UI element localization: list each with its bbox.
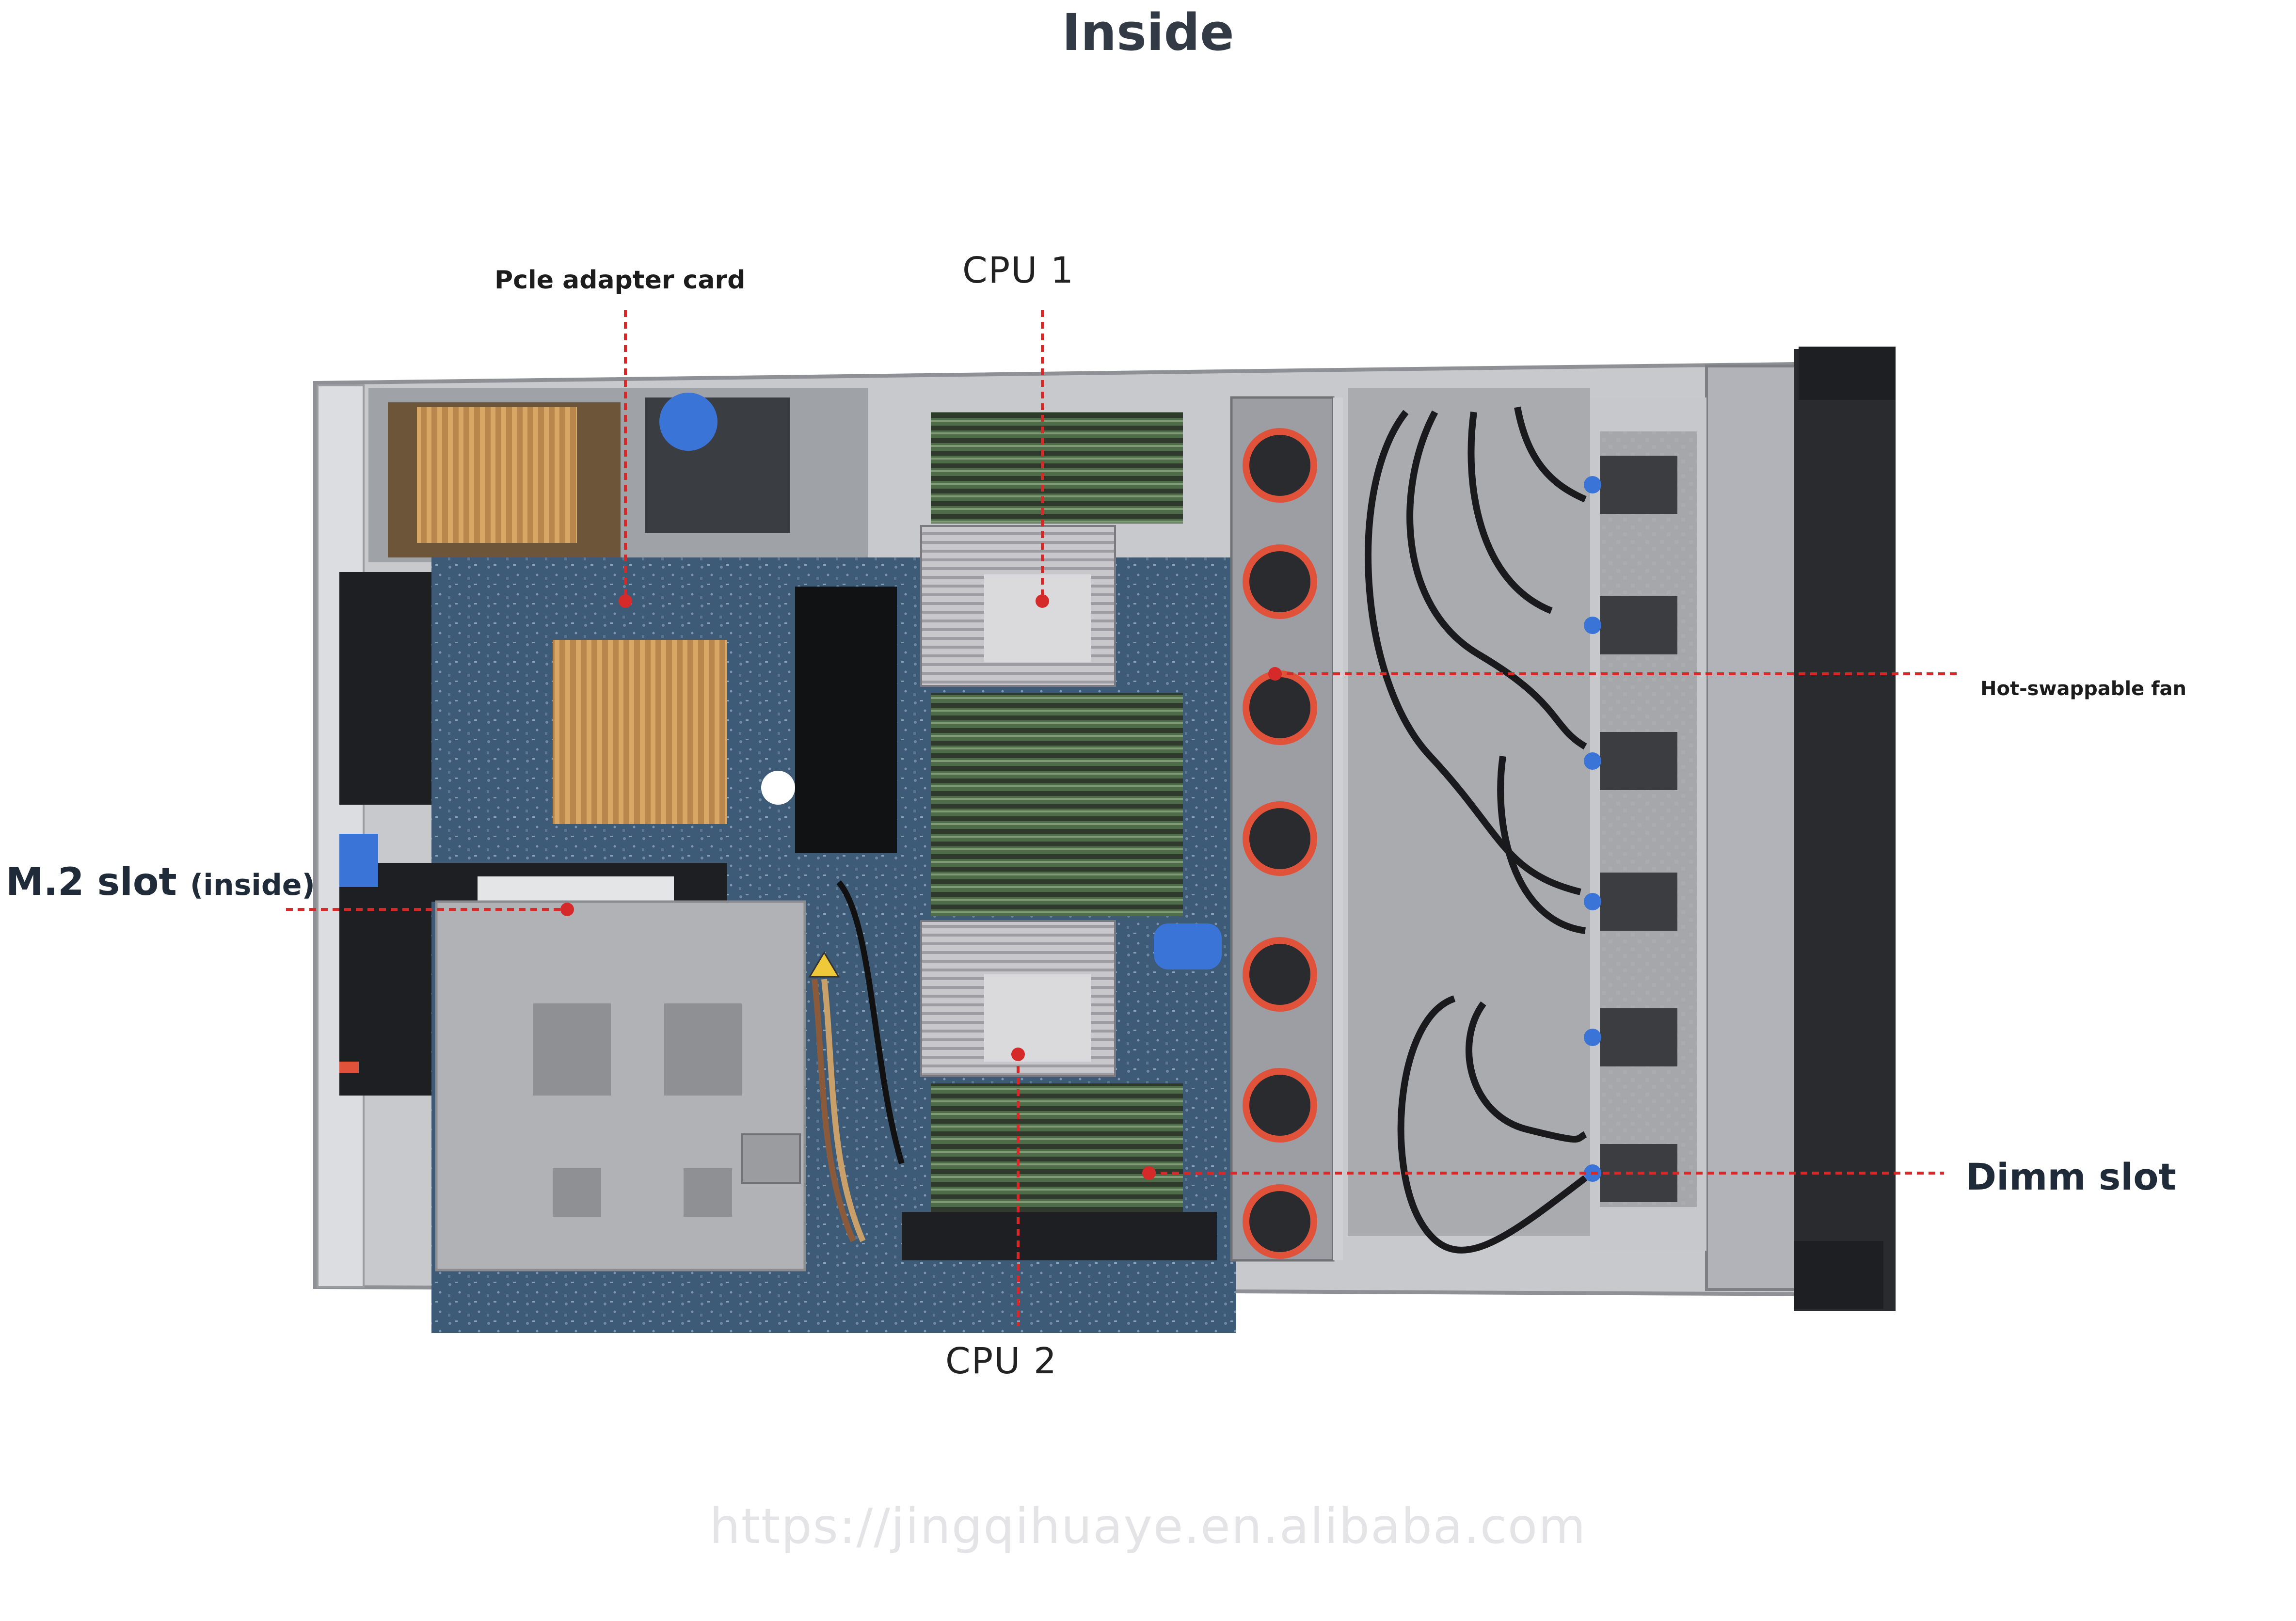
callout-lines bbox=[286, 310, 1959, 1326]
cpu1-heatsink bbox=[920, 525, 1116, 687]
label-hot-swappable-fan: Hot-swappable fan bbox=[1980, 678, 2186, 700]
label-m2-slot: M.2 slot (inside) bbox=[6, 860, 315, 904]
callout-dot-cpu2 bbox=[1011, 1048, 1025, 1061]
drive-latch-blue-clip-1 bbox=[1584, 476, 1601, 493]
fan-1 bbox=[1243, 428, 1317, 503]
label-m2-slot-main: M.2 slot bbox=[6, 860, 177, 904]
drive-latch-blue-clip-3 bbox=[1584, 752, 1601, 770]
callout-dot-m2 bbox=[560, 903, 574, 916]
dimm-bank-top bbox=[931, 412, 1183, 524]
callout-dot-fan bbox=[1268, 667, 1282, 681]
callout-dot-cpu1 bbox=[1036, 594, 1049, 608]
drive-latch-4 bbox=[1600, 873, 1677, 931]
fan-3 bbox=[1243, 670, 1317, 745]
callout-dot-pcie bbox=[619, 594, 632, 608]
psu-bay bbox=[435, 900, 840, 1271]
pcie-riser-top bbox=[368, 388, 868, 562]
internal-cables bbox=[812, 880, 905, 1242]
callout-dot-dimm bbox=[1142, 1166, 1156, 1180]
fan-group bbox=[1243, 428, 1317, 1259]
rear-compartment bbox=[1348, 388, 1706, 1251]
dimm-bank-middle bbox=[931, 693, 1183, 916]
label-cpu1: CPU 1 bbox=[962, 250, 1075, 291]
callout-dots bbox=[560, 594, 1282, 1180]
dimm-bank-bottom bbox=[902, 1083, 1217, 1260]
fan-2 bbox=[1243, 544, 1317, 619]
drive-latch-blue-clip-4 bbox=[1584, 893, 1601, 910]
page-title: Inside bbox=[1062, 3, 1234, 62]
drive-latch-1 bbox=[1600, 456, 1677, 514]
drive-latch-5 bbox=[1600, 1008, 1677, 1066]
label-m2-slot-sub: (inside) bbox=[190, 868, 315, 902]
fan-6 bbox=[1243, 1068, 1317, 1143]
fan-5 bbox=[1243, 937, 1317, 1012]
label-cpu2: CPU 2 bbox=[945, 1340, 1058, 1382]
label-pcie-adapter-card: Pcle adapter card bbox=[494, 266, 746, 295]
watermark-url: https://jingqihuaye.en.alibaba.com bbox=[709, 1498, 1587, 1555]
fan-7 bbox=[1243, 1184, 1317, 1259]
label-dimm-slot: Dimm slot bbox=[1966, 1155, 2176, 1198]
fan-4 bbox=[1243, 801, 1317, 876]
drive-latch-blue-clip-5 bbox=[1584, 1029, 1601, 1046]
drive-latch-3 bbox=[1600, 732, 1677, 790]
drive-cables bbox=[1365, 406, 1588, 1254]
drive-latch-blue-clip-2 bbox=[1584, 617, 1601, 634]
drive-bay-latches bbox=[1584, 456, 1677, 1202]
drive-latch-2 bbox=[1600, 596, 1677, 654]
